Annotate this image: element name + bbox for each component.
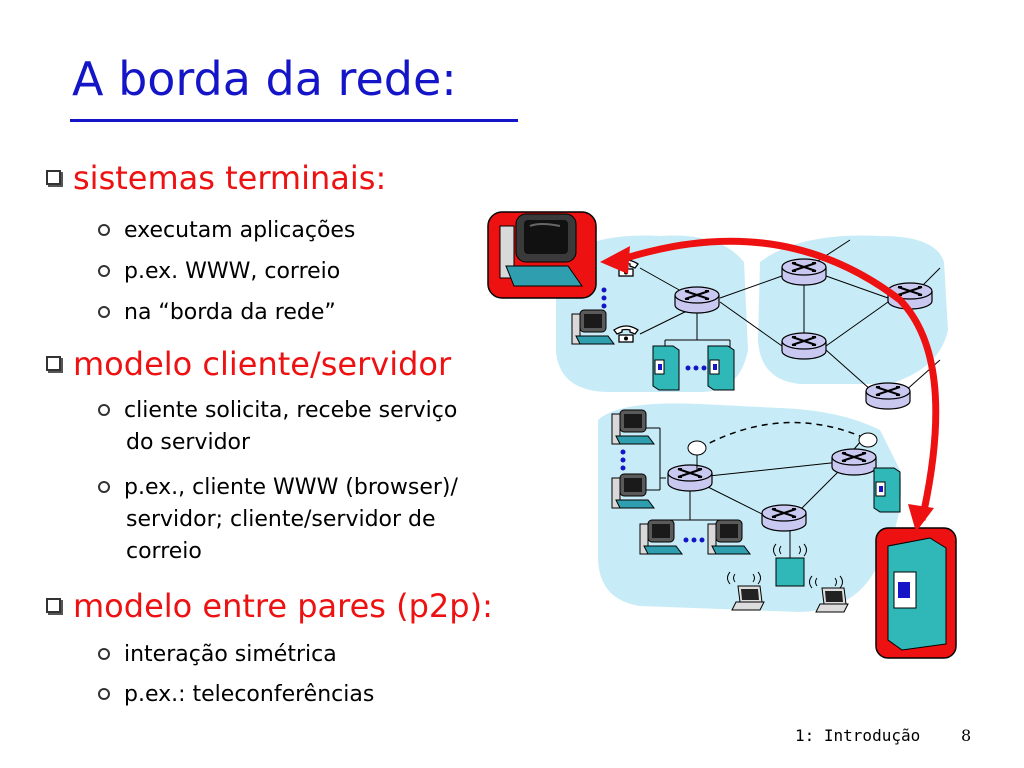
circle-bullet-icon [98, 481, 110, 493]
highlighted-client-computer [487, 211, 597, 299]
sub-bullet: cliente solicita, recebe serviço [98, 396, 457, 426]
sub-bullet-continuation: servidor; cliente/servidor de [126, 507, 436, 532]
sub-bullet: na “borda da rede” [98, 298, 336, 328]
satellite-dish-icon [687, 440, 707, 470]
slide-title: A borda da rede: [72, 52, 457, 106]
satellite-dish-icon [858, 432, 878, 448]
sub-bullet: p.ex., cliente WWW (browser)/ [98, 473, 458, 503]
sub-bullet-text: interação simétrica [124, 642, 337, 667]
router-icon [781, 332, 827, 360]
sub-bullet: p.ex.: teleconferências [98, 680, 374, 710]
bullet-p2p: modelo entre pares (p2p): [46, 588, 493, 624]
router-icon [667, 464, 713, 492]
access-network-cloud [556, 235, 748, 392]
bullet-label: sistemas terminais: [73, 159, 387, 197]
sub-bullet-continuation: do servidor [126, 430, 251, 455]
isp-network-cloud [758, 235, 948, 384]
title-underline [70, 119, 518, 122]
circle-bullet-icon [98, 404, 110, 416]
sub-bullet-continuation: correio [126, 539, 202, 564]
circle-bullet-icon [98, 688, 110, 700]
circle-bullet-icon [98, 306, 110, 318]
server-icon [873, 467, 901, 513]
sub-bullet-text: p.ex., cliente WWW (browser)/ [124, 475, 458, 500]
client-server-arrow [600, 237, 940, 532]
sub-bullet-text: executam aplicações [124, 218, 356, 243]
router-icon [761, 504, 807, 532]
circle-bullet-icon [98, 648, 110, 660]
bullet-label: modelo entre pares (p2p): [73, 587, 493, 625]
circle-bullet-icon [98, 265, 110, 277]
sub-bullet: interação simétrica [98, 640, 337, 670]
server-icon [652, 345, 680, 391]
router-icon [674, 286, 720, 314]
circle-bullet-icon [98, 224, 110, 236]
highlighted-server [875, 527, 957, 659]
bullet-end-systems: sistemas terminais: [46, 160, 386, 196]
square-bullet-icon [46, 170, 61, 185]
network-edge-diagram [487, 211, 957, 659]
bullet-label: modelo cliente/servidor [73, 345, 452, 383]
wireless-base-station-icon [775, 557, 805, 587]
footer-section-label: 1: Introdução [795, 726, 921, 745]
square-bullet-icon [46, 356, 61, 371]
ellipsis-dots-icon [601, 287, 707, 543]
router-icon [781, 258, 827, 286]
sub-bullet-text: p.ex. WWW, correio [124, 259, 341, 284]
bullet-client-server: modelo cliente/servidor [46, 346, 451, 382]
router-icon [865, 382, 911, 410]
square-bullet-icon [46, 598, 61, 613]
server-icon [707, 345, 735, 391]
router-icon [831, 448, 877, 476]
wireless-dashed-link [699, 421, 861, 449]
sub-bullet-text: p.ex.: teleconferências [124, 682, 375, 707]
sub-bullet-text: na “borda da rede” [124, 300, 336, 325]
sub-bullet-text: cliente solicita, recebe serviço [124, 398, 458, 423]
sub-bullet: p.ex. WWW, correio [98, 257, 340, 287]
page-number: 8 [961, 726, 972, 745]
sub-bullet: executam aplicações [98, 216, 355, 246]
